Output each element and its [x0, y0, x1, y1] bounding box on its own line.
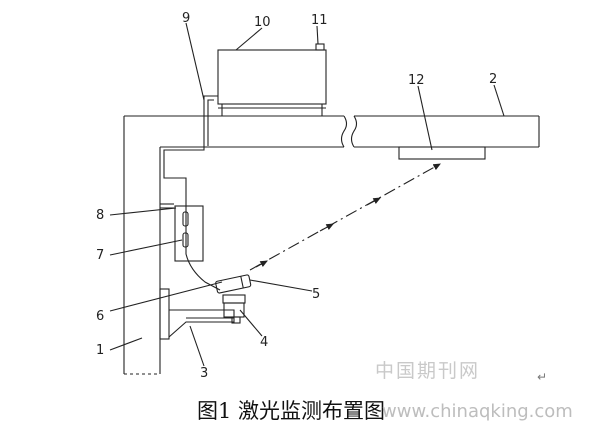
- reflector-12: [398, 146, 486, 160]
- bracket-3: [159, 288, 235, 340]
- label-6: 6: [96, 309, 104, 324]
- joint-4: [222, 294, 246, 324]
- label-5: 5: [312, 287, 320, 302]
- label-7: 7: [96, 248, 104, 263]
- laser-beam: [249, 163, 441, 271]
- label-2: 2: [489, 72, 497, 87]
- label-8: 8: [96, 208, 104, 223]
- paragraph-mark: ↵: [537, 370, 548, 384]
- label-9: 9: [182, 11, 190, 26]
- figure-caption: 图1 激光监测布置图: [197, 399, 386, 423]
- label-10: 10: [254, 15, 271, 30]
- watermark-url: www.chinaqking.com: [382, 401, 573, 422]
- cable-9: [163, 95, 221, 291]
- label-11: 11: [311, 13, 328, 28]
- slot-8: [160, 203, 189, 248]
- label-3: 3: [200, 366, 208, 381]
- label-4: 4: [260, 335, 268, 350]
- beam-2: [124, 115, 540, 148]
- column-1: [123, 116, 161, 375]
- instrument-box-10: [217, 49, 327, 116]
- label-12: 12: [408, 73, 425, 88]
- watermark-site-name: 中国期刊网: [375, 360, 481, 382]
- bracket-7: [174, 205, 204, 262]
- laser-head-5: [215, 274, 252, 294]
- mount-11: [315, 43, 325, 51]
- leader-lines: [109, 22, 505, 367]
- label-1: 1: [96, 343, 104, 358]
